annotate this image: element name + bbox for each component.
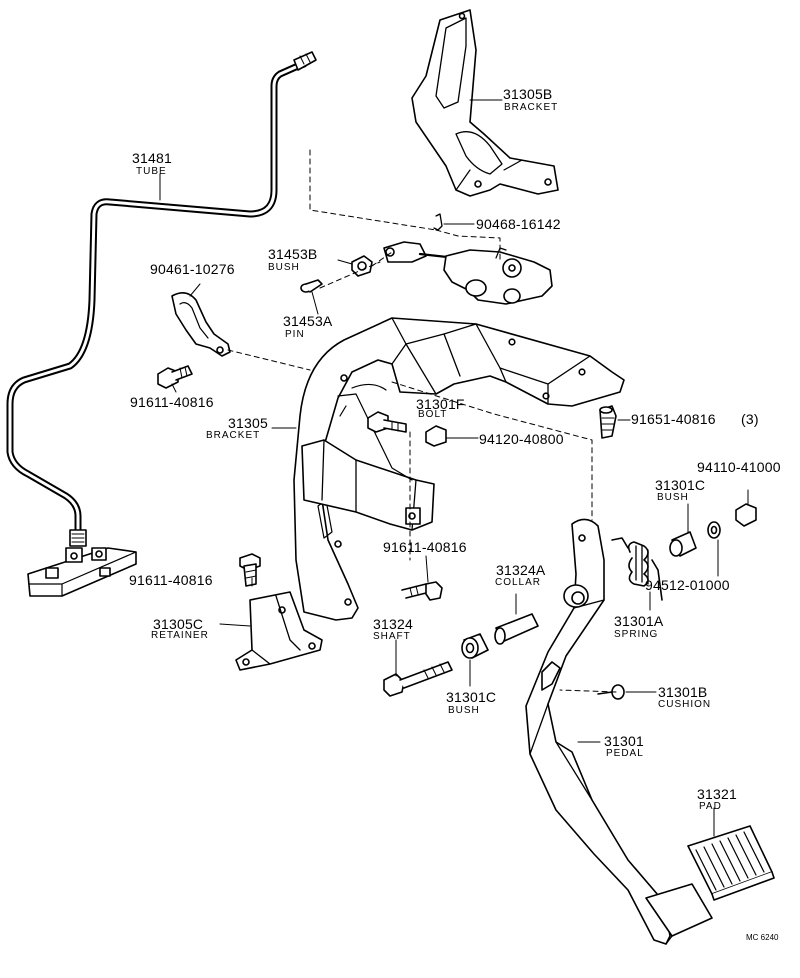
label-90468-number: 90468-16142 <box>476 216 561 232</box>
label-91651-quantity: (3) <box>741 411 759 427</box>
bush-31301c-lower <box>461 633 489 659</box>
brake-tube <box>6 51 317 547</box>
label-90461-number: 90461-10276 <box>150 261 235 277</box>
label-31301c-lower-number: 31301C <box>446 689 497 705</box>
retainer <box>235 591 323 671</box>
tube-clamp <box>171 292 231 357</box>
bolt-91651 <box>599 405 617 439</box>
label-91611-left-number: 91611-40816 <box>129 572 213 588</box>
pedal-pad <box>687 825 775 901</box>
label-31305c-number: 31305C <box>153 616 204 632</box>
label-31305-name: BRACKET <box>206 430 261 441</box>
label-91611-upper-number: 91611-40816 <box>130 394 214 410</box>
label-31321-name: PAD <box>699 801 722 812</box>
bolt-91611-upper <box>157 365 193 389</box>
label-94110-number: 94110-41000 <box>697 459 781 475</box>
label-31481-name: TUBE <box>136 166 167 177</box>
label-31301b-name: CUSHION <box>658 699 712 710</box>
return-spring <box>611 537 663 601</box>
label-31324-name: SHAFT <box>373 631 411 642</box>
label-91611-middle-number: 91611-40816 <box>383 539 467 555</box>
label-31305-number: 31305 <box>228 415 268 431</box>
leader-lines <box>159 99 749 837</box>
label-31324-number: 31324 <box>373 616 413 632</box>
label-31301a-number: 31301A <box>614 613 664 629</box>
label-31305b-number: 31305B <box>503 86 553 102</box>
label-91651-number: 91651-40816 <box>631 411 716 427</box>
label-31324a-number: 31324A <box>496 562 546 578</box>
label-94120-number: 94120-40800 <box>479 431 564 447</box>
clip-pin <box>433 213 443 231</box>
brake-pedal <box>525 518 713 945</box>
label-31305b-name: BRACKET <box>504 102 559 113</box>
label-31324a-name: COLLAR <box>495 577 542 588</box>
bush-31301c-upper <box>669 531 697 557</box>
label-31301f-number: 31301F <box>416 396 465 412</box>
bolt-91611-middle <box>401 581 443 601</box>
washer-94512 <box>707 521 721 539</box>
label-31301b-number: 31301B <box>658 684 708 700</box>
label-31321-number: 31321 <box>697 786 737 802</box>
label-94512-number: 94512-01000 <box>645 577 730 593</box>
label-31301c-lower-name: BUSH <box>448 705 480 716</box>
label-31301-name: PEDAL <box>606 748 644 759</box>
label-31301f-name: BOLT <box>418 409 448 420</box>
label-31301c-upper-name: BUSH <box>657 492 689 503</box>
pin-31453a <box>300 279 323 293</box>
label-31305c-name: RETAINER <box>151 630 209 641</box>
label-31453a-number: 31453A <box>283 313 333 329</box>
label-31301-number: 31301 <box>604 733 644 749</box>
label-31453b-name: BUSH <box>268 262 300 273</box>
label-31481-number: 31481 <box>132 150 172 166</box>
nut-94120 <box>425 425 447 447</box>
bolt-91611-left <box>239 553 261 587</box>
label-31301a-name: SPRING <box>614 629 659 640</box>
bolt-31301f <box>367 411 407 433</box>
junction-block <box>27 547 137 597</box>
label-31301c-upper-number: 31301C <box>655 477 706 493</box>
master-cylinder <box>383 241 553 305</box>
main-bracket <box>293 317 625 621</box>
label-31453b-number: 31453B <box>268 246 318 262</box>
assembly-guide-lines <box>227 149 617 693</box>
shaft-bolt <box>383 661 453 697</box>
nut-94110 <box>735 503 757 527</box>
collar <box>494 613 539 645</box>
drawing-reference: MC 6240 <box>746 933 779 942</box>
label-31453a-name: PIN <box>285 329 305 340</box>
upper-bracket <box>411 9 559 197</box>
